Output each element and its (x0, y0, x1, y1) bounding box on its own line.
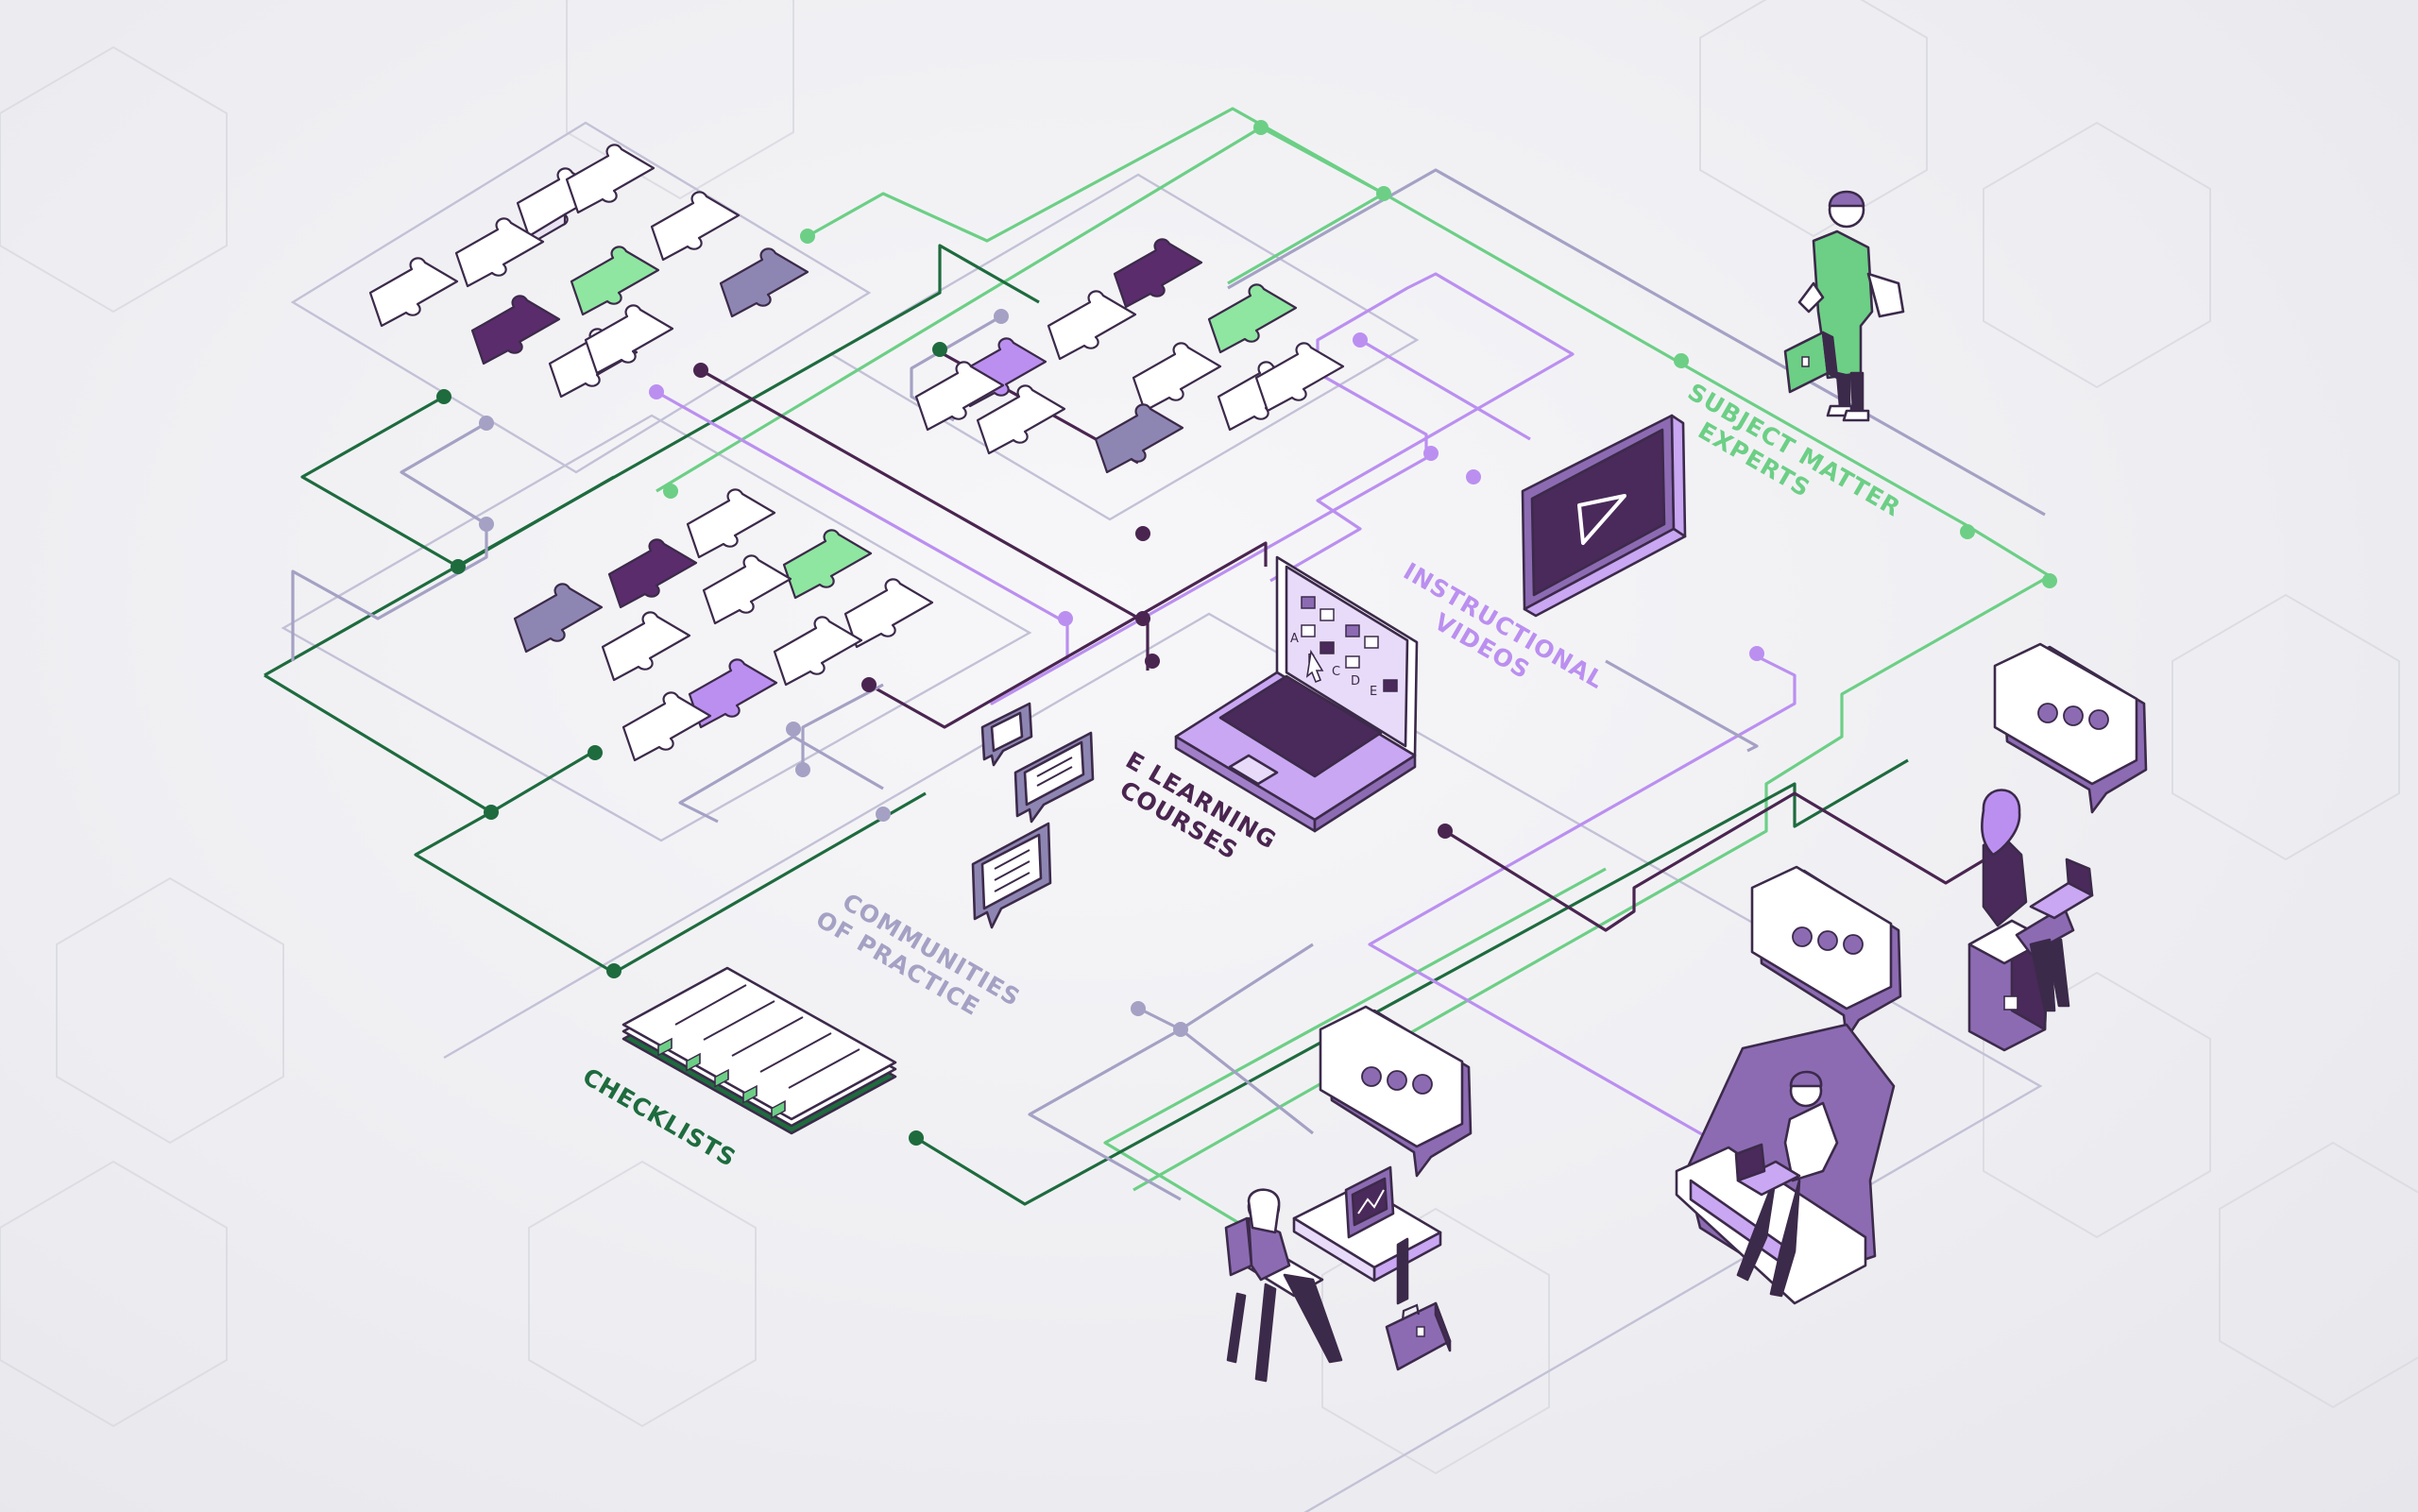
laptop-letter: D (1351, 674, 1360, 688)
puzzle-piece-icon (513, 583, 604, 654)
chat-bubble-large-3 (1319, 1005, 1473, 1178)
checklist-icon (622, 966, 897, 1135)
puzzle-board-1 (368, 144, 809, 399)
chat-bubble-icon (980, 702, 1033, 767)
play-icon (1577, 494, 1626, 545)
connector-dots (436, 120, 2057, 1146)
puzzle-piece-icon (1113, 238, 1203, 309)
puzzle-piece-icon (368, 257, 459, 328)
puzzle-piece-icon (607, 538, 698, 609)
puzzle-piece-icon (650, 191, 741, 262)
puzzle-piece-icon (1094, 403, 1184, 474)
puzzle-piece-icon (782, 529, 873, 600)
puzzle-board-2 (914, 238, 1345, 474)
chat-bubble-icon (1792, 926, 1864, 955)
puzzle-piece-icon (570, 246, 660, 316)
chat-bubbles-small (971, 702, 1095, 929)
chat-bubble-large-2 (1750, 865, 1902, 1041)
briefcase-icon (1783, 331, 1839, 394)
puzzle-piece-icon (1132, 342, 1222, 413)
laptop: A B C D E (1174, 555, 1419, 833)
chat-bubble-icon (2037, 703, 2109, 730)
laptop-letter: C (1332, 665, 1340, 679)
woman-at-desk (1224, 1165, 1452, 1383)
puzzle-piece-icon (1207, 283, 1298, 354)
boards (281, 121, 2043, 1512)
expert-person (1783, 190, 1905, 422)
man-on-bench (1675, 1023, 1896, 1305)
chat-bubble-icon (971, 822, 1052, 929)
woman-with-laptop (1967, 789, 2094, 1052)
laptop-letter: A (1290, 632, 1299, 646)
briefcase-icon (1385, 1301, 1452, 1371)
puzzle-piece-icon (688, 658, 778, 729)
video-tablet (1521, 414, 1687, 618)
puzzle-piece-icon (1047, 290, 1137, 361)
puzzle-piece-icon (470, 295, 561, 365)
puzzle-piece-icon (773, 616, 863, 687)
puzzle-piece-icon (914, 361, 1005, 432)
puzzle-piece-icon (454, 217, 545, 288)
label-subject-matter-experts: SUBJECT MATTER EXPERTS (1683, 378, 1905, 522)
cursor-icon (1305, 649, 1324, 684)
puzzle-piece-icon (719, 247, 809, 318)
puzzle-board-3 (513, 488, 934, 762)
puzzle-piece-icon (976, 384, 1066, 455)
laptop-letter: E (1370, 685, 1377, 699)
puzzle-piece-icon (843, 578, 934, 649)
puzzle-piece-icon (565, 144, 656, 214)
chat-bubble-icon (1361, 1066, 1433, 1095)
puzzle-piece-icon (601, 611, 691, 682)
chat-bubble-large-1 (1993, 642, 2148, 814)
puzzle-piece-icon (1254, 342, 1345, 413)
puzzle-piece-icon (584, 304, 674, 375)
hex-background (0, 0, 2418, 1475)
puzzle-piece-icon (622, 691, 712, 762)
puzzle-piece-icon (702, 554, 792, 625)
puzzle-piece-icon (686, 488, 776, 559)
chat-bubble-icon (1013, 731, 1095, 824)
